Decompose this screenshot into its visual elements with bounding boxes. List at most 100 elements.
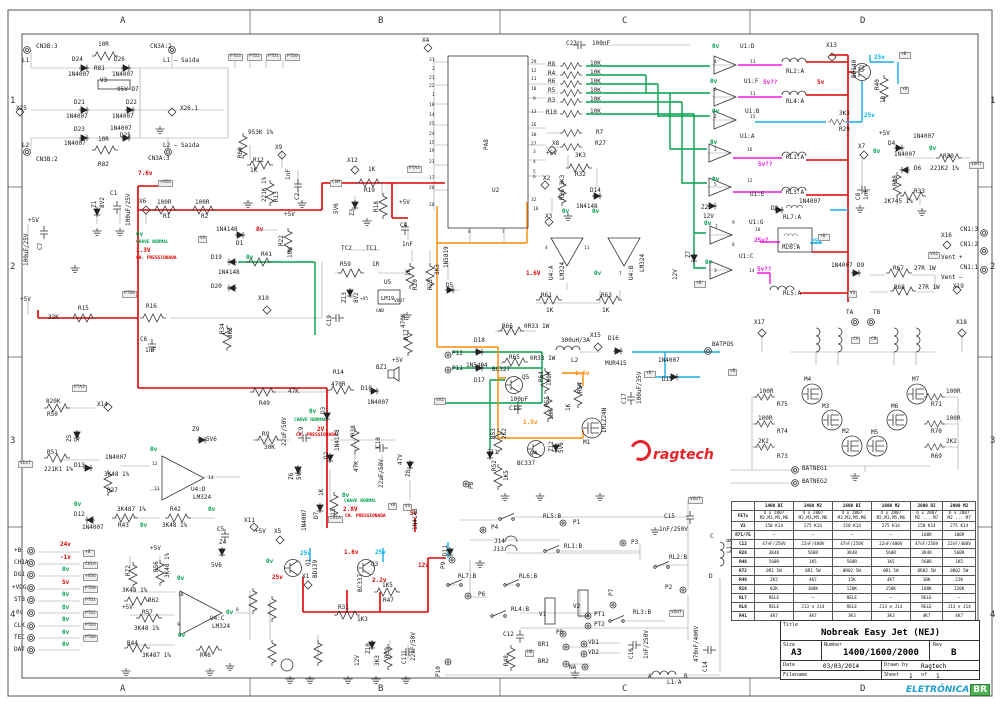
schematic-label: CA — [851, 337, 861, 344]
schematic-label: 1 — [432, 93, 435, 98]
sheet-size: A3 — [791, 648, 802, 658]
schematic-label: PTA3 — [72, 385, 87, 392]
schematic-label: 10K — [590, 78, 601, 85]
schematic-label: 0v — [712, 43, 720, 50]
filename-label: Filename — [783, 672, 808, 678]
schematic-label: U1:A — [740, 133, 755, 140]
schematic-label: CN1:1 — [960, 264, 979, 271]
schematic-label: 4 — [545, 246, 548, 251]
schematic-label: 6 — [714, 88, 717, 93]
schematic-label: CN3B:2 — [36, 156, 58, 163]
schematic-label: U1:F — [744, 78, 759, 85]
schematic-label: 47K — [353, 461, 360, 472]
schematic-label: 470R — [331, 381, 346, 388]
schematic-label: BR1 — [538, 641, 549, 648]
schematic-label: PT1 — [594, 611, 605, 618]
schematic-label: 470nF/400V — [693, 625, 700, 662]
schematic-label: R14 — [333, 369, 344, 376]
config-table-cell: RELE — [753, 593, 794, 603]
schematic-label: PTB0 — [83, 635, 98, 642]
schematic-label: X18 — [956, 319, 967, 326]
schematic-label: D4 — [888, 140, 896, 147]
schematic-label: VD2 — [588, 649, 599, 656]
config-table-cell: 150 K14 — [753, 521, 794, 531]
schematic-label: V1 — [539, 611, 547, 618]
config-table-cell: – — [792, 530, 833, 540]
schematic-label: M5 — [871, 429, 879, 436]
schematic-label: +B' — [644, 371, 657, 378]
schematic-label: M7 — [912, 376, 920, 383]
schematic-label: R71 — [931, 401, 942, 408]
schematic-label: R75 — [777, 401, 788, 408]
schematic-label: X26.1 — [180, 105, 199, 112]
schematic-label: 3K3 — [374, 655, 381, 666]
schematic-label: R65 — [509, 354, 520, 361]
schematic-label: 19 — [429, 149, 435, 154]
schematic-label: 1N4007 — [64, 140, 86, 147]
schematic-label: 8v — [256, 226, 264, 233]
schematic-label: 100uF/25V — [125, 193, 132, 226]
config-table-header: 1400 M2 — [792, 501, 833, 511]
schematic-label: 1N4148 — [218, 269, 240, 276]
schematic-label: M4 — [804, 376, 812, 383]
schematic-label: 5V6 — [206, 436, 217, 443]
schematic-label: U1:B — [745, 108, 760, 115]
grid-row-label: 4 — [990, 610, 996, 620]
schematic-label: 0v — [873, 148, 881, 155]
schematic-label: 1.6v — [344, 549, 359, 556]
schematic-label: 1K — [318, 488, 325, 496]
schematic-label: R32 — [575, 171, 586, 178]
wire-layer-gray — [27, 44, 970, 676]
schematic-label: R61 — [541, 292, 552, 299]
schematic-label: VD1 — [588, 639, 599, 646]
config-table-cell: J13 e J14 — [792, 602, 833, 612]
schematic-label: 23 — [429, 160, 435, 165]
schematic-label: RL6:A — [782, 244, 801, 251]
schematic-label: 0v — [710, 78, 718, 85]
schematic-label: STB — [14, 596, 25, 603]
schematic-label: 100uF/25V — [23, 233, 30, 266]
schematic-label: +B' — [899, 52, 912, 59]
transistor-q5-bc327 — [505, 376, 523, 394]
relay-rl6a — [777, 227, 813, 253]
schematic-label: 10K — [590, 96, 601, 103]
schematic-label: 221K1 1% — [44, 466, 73, 473]
schematic-label: +5V — [284, 211, 295, 218]
schematic-label: PTD0 — [285, 54, 300, 61]
wire-layer-magenta — [733, 64, 782, 284]
schematic-label: R55 — [544, 396, 551, 407]
schematic-label: D12 — [74, 511, 85, 518]
schematic-label: R41 — [261, 251, 272, 258]
opamp-u4a — [550, 237, 584, 267]
br-badge: BR — [970, 684, 990, 696]
config-table-cell: RELE — [831, 593, 872, 603]
config-table-cell: 3K48 — [753, 548, 794, 558]
config-table-cell: 100R — [909, 530, 944, 540]
schematic-label: 0v — [929, 145, 937, 152]
schematic-label: R10 — [546, 109, 557, 116]
schematic-label: R12 — [253, 157, 264, 164]
schematic-label: +VDG — [158, 180, 173, 187]
schematic-label: R54 — [577, 382, 584, 393]
schematic-label: RL4:A — [786, 98, 805, 105]
schematic-label: B — [684, 673, 688, 680]
schematic-label: X11 — [244, 517, 255, 524]
schematic-label: CN3A:2 — [150, 43, 172, 50]
schematic-label: 22uF/50V — [281, 417, 288, 446]
mosfet-m5 — [866, 435, 888, 457]
schematic-label: C14 — [702, 661, 709, 672]
schematic-label: D13 — [74, 462, 85, 469]
grid-row-label: 1 — [990, 96, 996, 106]
schematic-label: COM — [330, 180, 343, 187]
schematic-label: HB — [525, 650, 535, 657]
schematic-label: 11 — [531, 77, 537, 82]
config-table-header: 1600 M2 — [870, 501, 911, 511]
config-table-cell: 150K — [870, 584, 911, 594]
schematic-label: RL7:A — [783, 214, 802, 221]
grid-col-label: D — [860, 16, 866, 26]
schematic-label: 3K48 1% — [134, 625, 160, 632]
schematic-label: +VDG — [83, 574, 98, 581]
